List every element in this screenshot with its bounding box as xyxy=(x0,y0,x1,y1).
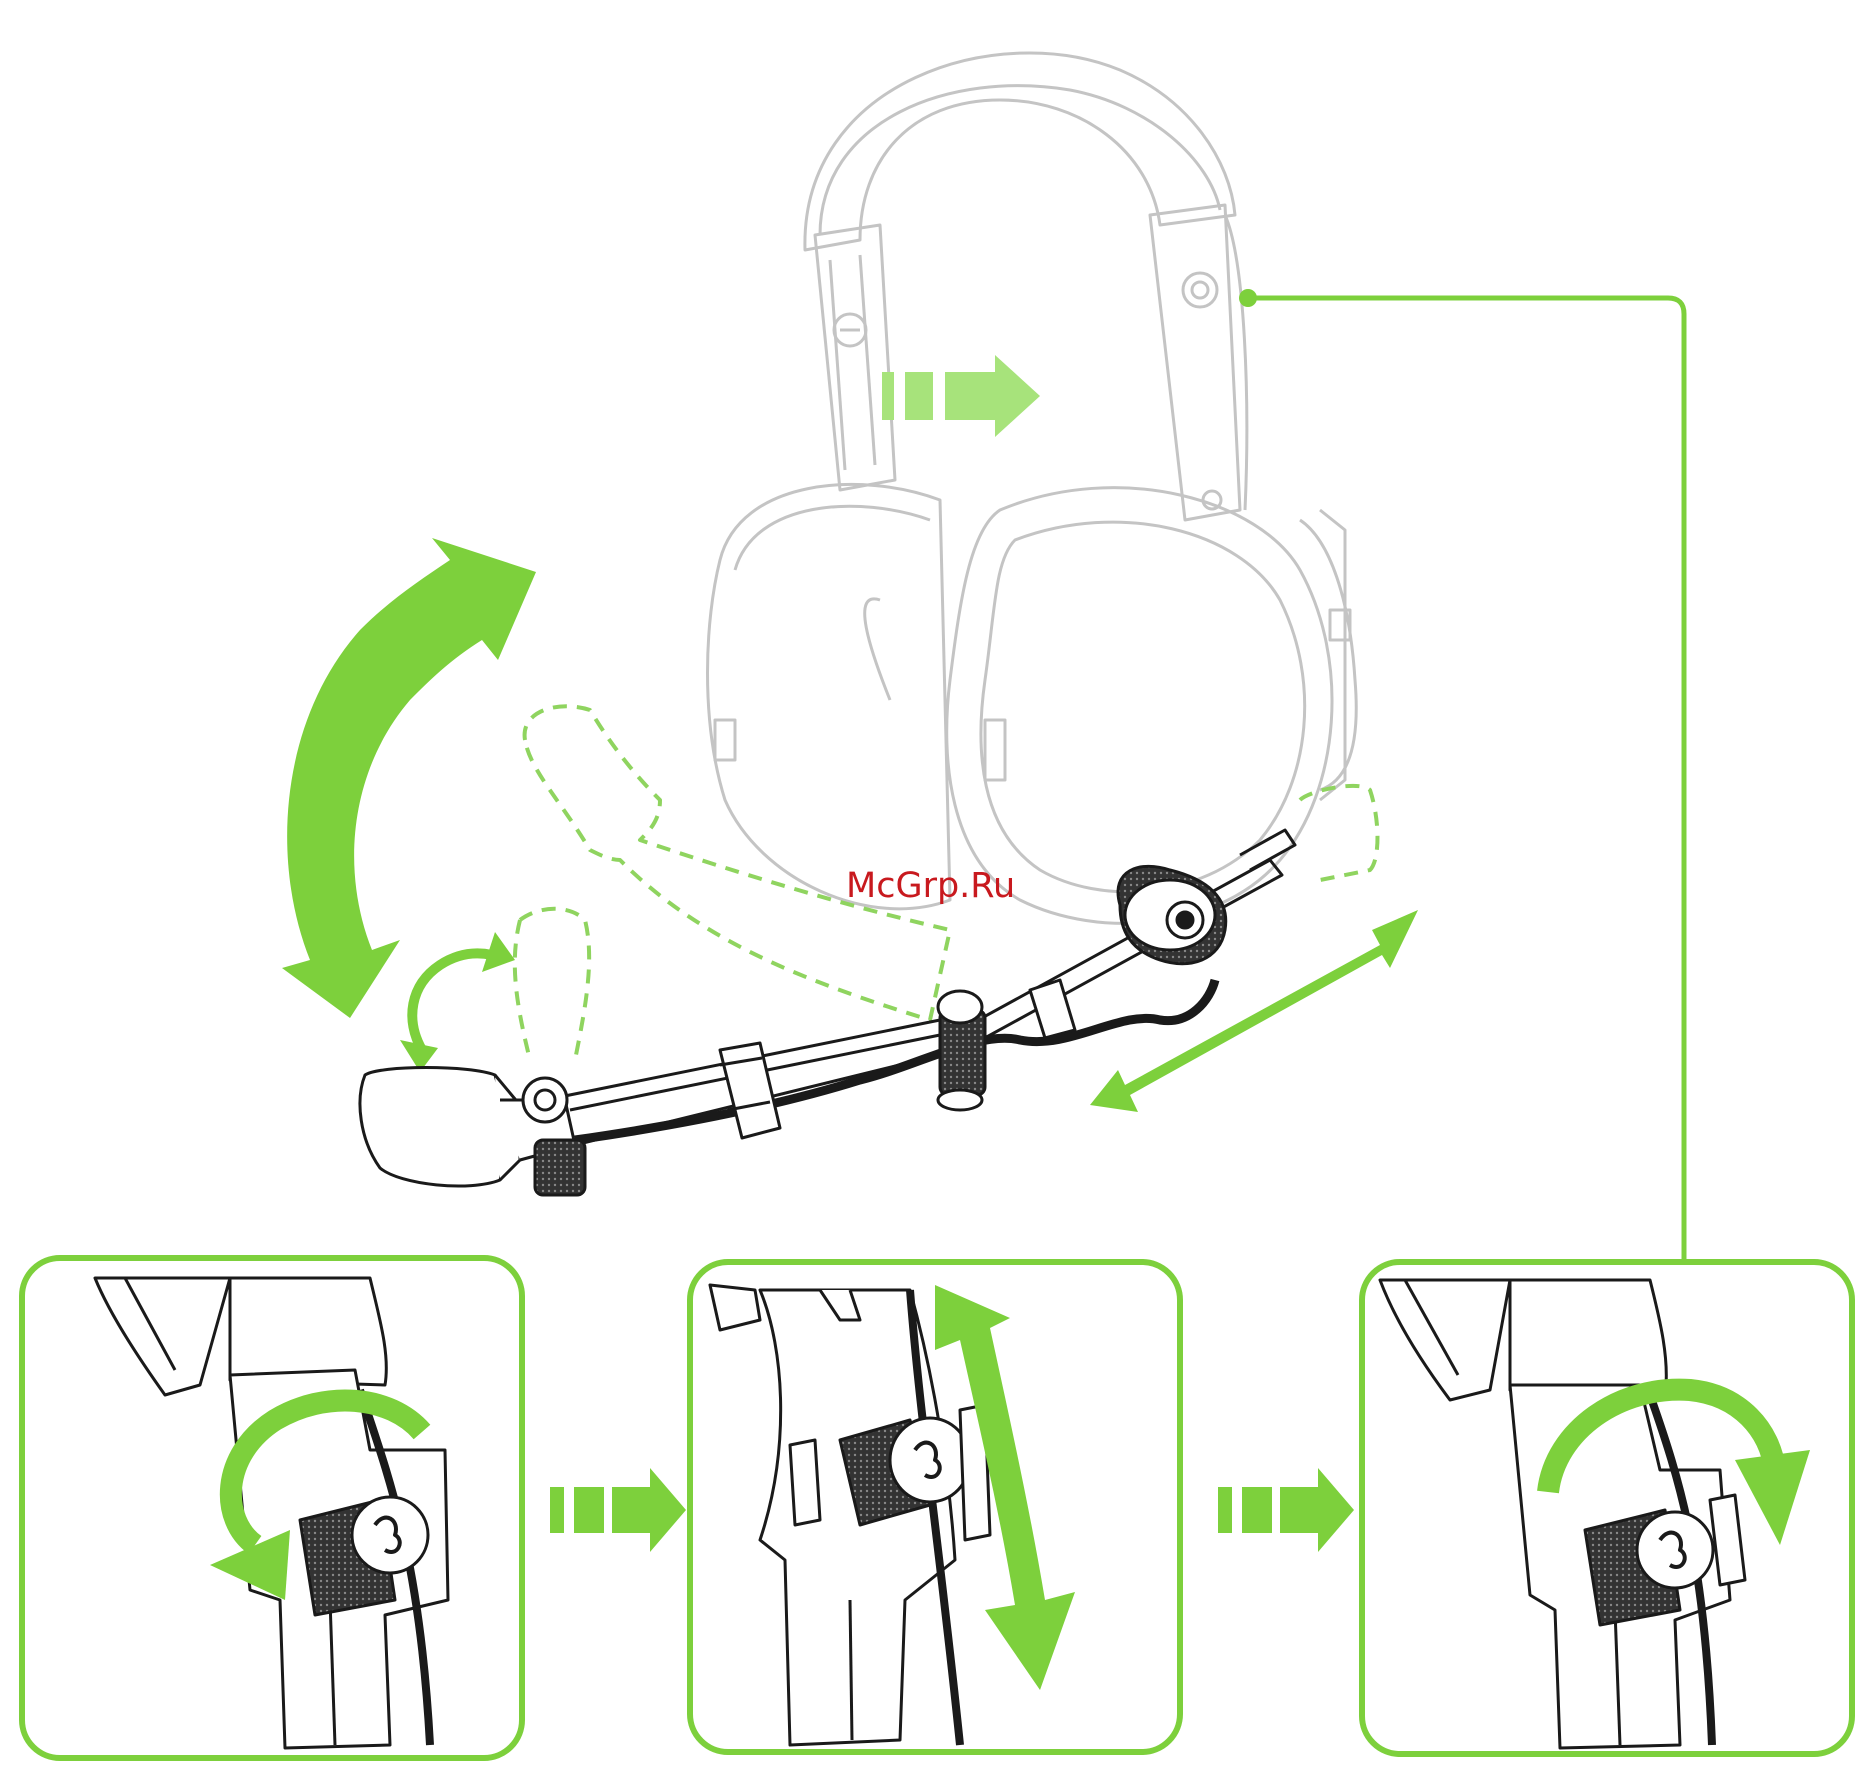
step-1-loosen-panel xyxy=(22,1258,522,1758)
rotate-mic-arrow-icon xyxy=(412,953,492,1050)
next-step-arrow-icon xyxy=(550,1468,686,1552)
step-3-tighten-panel xyxy=(1362,1262,1852,1754)
dashed-right-arrow-icon xyxy=(882,355,1040,437)
step-2-adjust-panel xyxy=(690,1262,1180,1752)
boom-microphone xyxy=(360,830,1295,1195)
callout-connector xyxy=(1239,289,1684,1265)
next-step-arrow-icon-2 xyxy=(1218,1468,1354,1552)
headset-illustration xyxy=(708,53,1357,923)
